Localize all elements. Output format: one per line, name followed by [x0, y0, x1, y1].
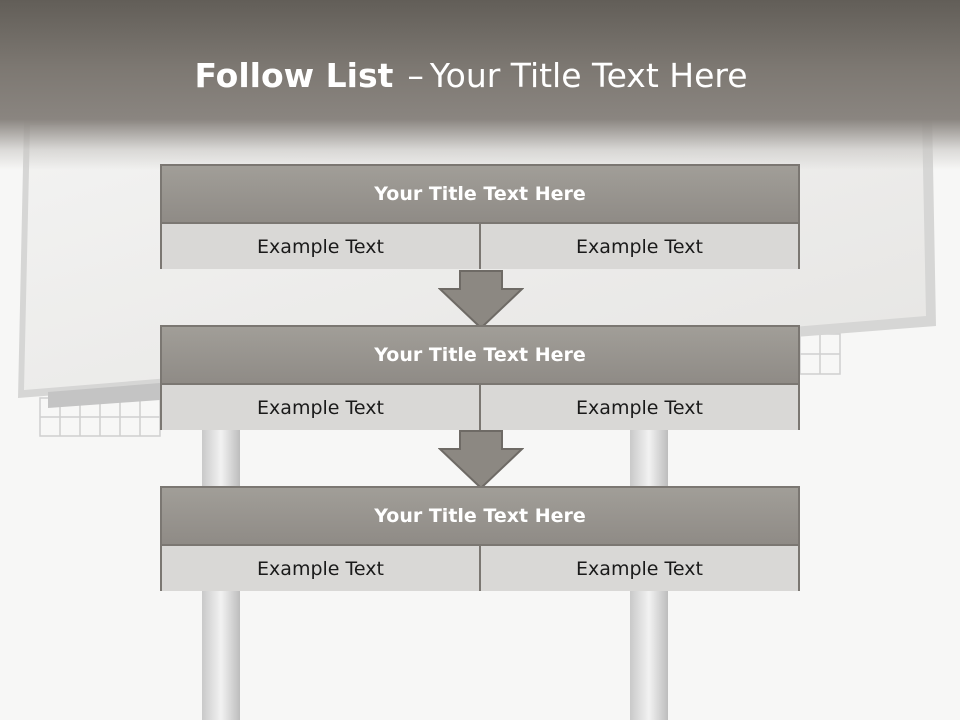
list-box-2: Your Title Text Here Example Text Exampl…: [160, 325, 800, 430]
box-row: Example Text Example Text: [162, 224, 798, 269]
box-title: Your Title Text Here: [162, 166, 798, 224]
box-cell-right: Example Text: [479, 224, 798, 269]
title-bold: Follow List: [194, 56, 394, 95]
box-cell-left: Example Text: [162, 224, 479, 269]
box-row: Example Text Example Text: [162, 546, 798, 591]
box-cell-right: Example Text: [479, 546, 798, 591]
header-band: [0, 0, 960, 170]
list-box-3: Your Title Text Here Example Text Exampl…: [160, 486, 800, 591]
box-cell-left: Example Text: [162, 546, 479, 591]
right-railing: [799, 333, 841, 375]
box-title: Your Title Text Here: [162, 327, 798, 385]
down-arrow-icon: [438, 430, 524, 490]
billboard-ledge: [48, 383, 160, 408]
title-rest: Your Title Text Here: [429, 56, 748, 95]
list-box-1: Your Title Text Here Example Text Exampl…: [160, 164, 800, 269]
title-separator: –: [407, 56, 424, 95]
down-arrow-icon: [438, 270, 524, 330]
box-row: Example Text Example Text: [162, 385, 798, 430]
box-cell-right: Example Text: [479, 385, 798, 430]
box-cell-left: Example Text: [162, 385, 479, 430]
box-title: Your Title Text Here: [162, 488, 798, 546]
slide-title: Follow List–Your Title Text Here: [0, 52, 942, 100]
